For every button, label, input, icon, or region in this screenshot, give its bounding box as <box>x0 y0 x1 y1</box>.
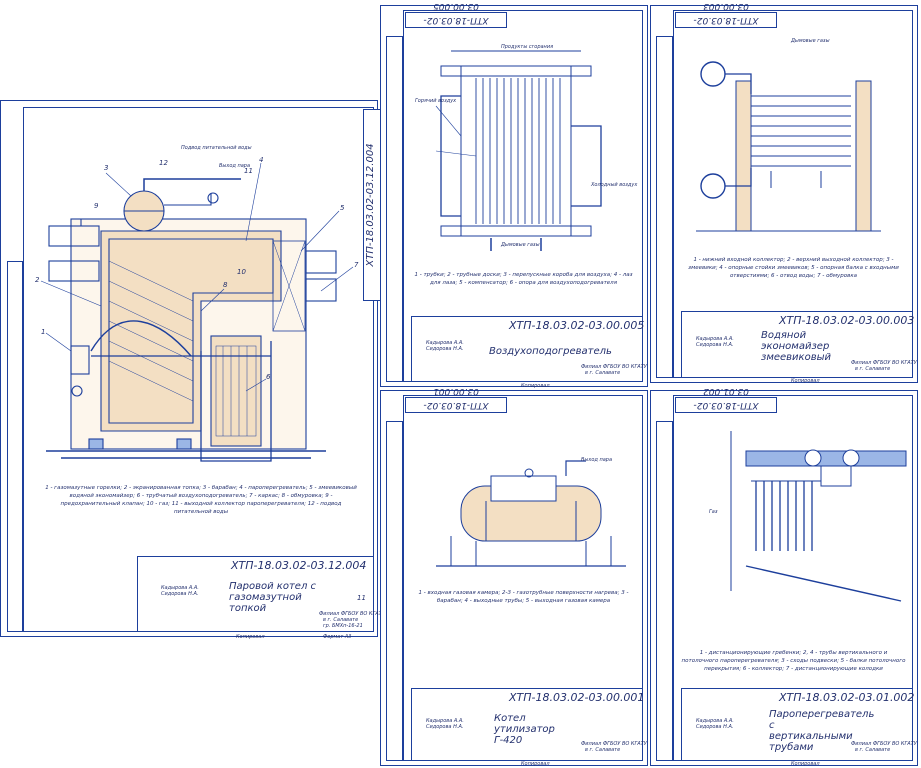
title-block-checker: Сидорова Н.А. <box>161 591 199 597</box>
callout-4: 4 <box>259 156 264 164</box>
title-block-title: Пароперегреватель с вертикальными трубам… <box>769 709 875 753</box>
title-block <box>411 316 643 382</box>
feed-water-label: Подвод питательной воды <box>181 145 252 151</box>
title-block-org2: в г. Салавате <box>855 366 891 372</box>
sheet-steam-boiler[interactable]: ХТП-18.03.02-03.12.004 <box>0 100 385 640</box>
title-block-developer: Кадырова А.А. <box>696 336 734 342</box>
sheet-legend: 1 - входная газовая камера; 2-3 - газотр… <box>418 590 629 604</box>
flue-label: Дымовые газы <box>791 38 830 44</box>
title-block-code: ХТП-18.03.02-03.00.005 <box>509 319 645 332</box>
sheet-waste-heat-boiler[interactable]: ХТП-18.03.02-03.00.001 Выход пара 1 - вх… <box>380 386 648 767</box>
copied-label: Копировал <box>521 761 550 767</box>
title-block <box>137 556 374 632</box>
sheet-legend: 1 - нижний входной коллектор; 2 - верхни… <box>688 257 899 279</box>
title-block-org: Филиал ФГБОУ ВО КГАТУ <box>851 360 917 366</box>
callout-2: 2 <box>35 276 40 284</box>
title-block-developer: Кадырова А.А. <box>161 585 199 591</box>
side-strip <box>656 421 673 761</box>
title-block-title: Воздухоподогреватель <box>489 346 612 357</box>
title-block-checker: Сидорова Н.А. <box>426 346 464 352</box>
flue-out-label: Продукты сгорания <box>501 44 554 50</box>
callout-3: 3 <box>104 164 109 172</box>
format-label: Формат А3 <box>323 634 352 640</box>
side-strip <box>7 261 23 632</box>
callout-12: 12 <box>159 159 168 167</box>
title-block-org: Филиал ФГБОУ ВО КГАТУ <box>581 741 647 747</box>
air-heater-drawing <box>435 50 602 251</box>
sheet-legend: 1 - газомазутные горелки; 2 - экранирова… <box>45 485 357 515</box>
title-block <box>681 311 913 378</box>
sheet-legend: 1 - трубки; 2 - трубные доски; 3 - переп… <box>414 272 633 286</box>
title-block-title: Котел утилизатор Г-420 <box>494 713 555 746</box>
title-block-group: гр. БМХп-16-21 <box>323 623 363 629</box>
title-block-org: Филиал ФГБОУ ВО КГАТУ <box>581 364 647 370</box>
callout-8: 8 <box>223 281 228 289</box>
superheater-drawing <box>730 431 907 602</box>
hot-air-label: Горячий воздух <box>415 98 457 104</box>
callout-11: 11 <box>244 167 253 175</box>
title-block-title: Паровой котел с газомазутной топкой <box>229 581 317 614</box>
title-block-org2: в г. Салавате <box>585 747 621 753</box>
side-strip <box>386 421 403 761</box>
title-block-code: ХТП-18.03.02-03.00.003 <box>779 314 915 327</box>
title-block-org2: в г. Салавате <box>855 747 891 753</box>
callout-10: 10 <box>237 268 246 276</box>
title-block-title: Водяной экономайзер змеевиковый <box>761 330 832 363</box>
title-block-developer: Кадырова А.А. <box>426 718 464 724</box>
title-block-org2: в г. Салавате <box>585 370 621 376</box>
waste-heat-boiler-drawing <box>436 460 626 567</box>
title-block-org2: в г. Салавате <box>323 617 359 623</box>
title-block-checker: Сидорова Н.А. <box>696 342 734 348</box>
side-strip <box>386 36 403 382</box>
sheet-legend: 1 - дистанционирующие гребенки; 2, 4 - т… <box>681 650 906 672</box>
title-block-developer: Кадырова А.А. <box>426 340 464 346</box>
title-block-checker: Сидорова Н.А. <box>696 724 734 730</box>
callout-7: 7 <box>354 261 359 269</box>
steam-out-label: Выход пара <box>581 457 613 463</box>
title-block-code: ХТП-18.03.02-03.01.002 <box>779 691 915 704</box>
title-block <box>681 688 913 761</box>
callout-5: 5 <box>340 204 345 212</box>
title-block-sheet-no: 11 <box>357 594 366 602</box>
copied-label: Копировал <box>791 761 820 767</box>
sheet-superheater[interactable]: ХТП-18.03.02-03.01.002 Газ 1 - дистанцио… <box>650 386 918 767</box>
cold-air-label: Холодный воздух <box>591 182 638 188</box>
flue-in-label: Дымовые газы <box>501 242 540 248</box>
steam-out-label: Выход пара <box>219 163 251 169</box>
title-block-org: Филиал ФГБОУ ВО КГАТУ <box>851 741 917 747</box>
sheet-economizer[interactable]: ХТП-18.03.02-03.00.003 Дымовые газы 1 - … <box>650 1 918 384</box>
copied-label: Копировал <box>236 634 265 640</box>
gas-label: Газ <box>709 509 718 515</box>
economizer-drawing <box>696 61 881 232</box>
copied-label: Копировал <box>791 378 820 384</box>
sheet-air-heater[interactable]: ХТП-18.03.02-03.00.005 Продукты сго <box>380 1 648 389</box>
title-block-developer: Кадырова А.А. <box>696 718 734 724</box>
callout-1: 1 <box>41 328 46 336</box>
callout-6: 6 <box>266 373 271 381</box>
title-block-checker: Сидорова Н.А. <box>426 724 464 730</box>
copied-label: Копировал <box>521 383 550 389</box>
title-block-code: ХТП-18.03.02-03.12.004 <box>231 559 367 572</box>
title-block <box>411 688 643 761</box>
callout-9: 9 <box>94 202 99 210</box>
title-block-org: Филиал ФГБОУ ВО КГАТУ <box>319 611 385 617</box>
title-block-code: ХТП-18.03.02-03.00.001 <box>509 691 645 704</box>
side-strip <box>656 36 673 378</box>
steam-boiler-drawing <box>40 162 354 462</box>
